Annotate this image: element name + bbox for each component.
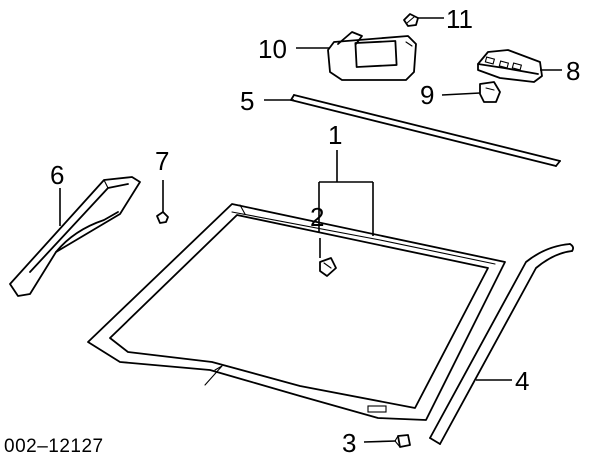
callout-2: 2 [310,202,324,232]
mirror-bracket [319,257,337,277]
leader-9 [441,92,481,96]
callouts: 1 2 3 4 5 6 7 8 9 10 11 [50,4,580,458]
callout-1: 1 [328,120,342,150]
overhead-lamp [477,49,543,83]
callout-5: 5 [240,86,254,116]
upper-molding [290,94,561,167]
lamp-bracket [479,81,501,103]
document-number: 002‒12127 [4,436,104,457]
callout-8: 8 [566,56,580,86]
leader-lines [59,17,562,443]
pillar-clip [156,211,169,224]
windshield-glass [87,203,506,421]
side-molding [429,243,575,445]
callout-7: 7 [155,146,169,176]
callout-11: 11 [446,4,473,34]
sun-visor [327,31,417,81]
callout-4: 4 [515,366,529,396]
leader-3 [363,440,397,443]
leader-1 [318,150,374,236]
spacer-clip [394,434,411,448]
screw [403,13,419,27]
callout-3: 3 [342,428,356,458]
callout-10: 10 [258,34,287,64]
pillar-trim [9,176,141,297]
callout-6: 6 [50,160,64,190]
callout-9: 9 [420,80,434,110]
